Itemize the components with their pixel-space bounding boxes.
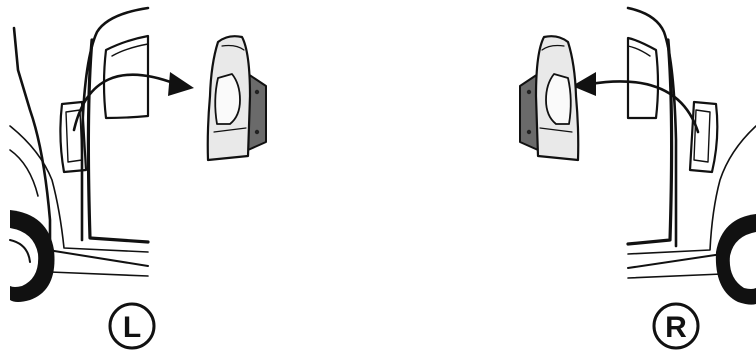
left-removal-arrow	[74, 72, 194, 130]
left-rear-lamp	[208, 36, 266, 160]
right-rear-lamp	[520, 36, 578, 160]
right-removal-arrow	[572, 72, 698, 132]
left-vehicle-rear	[10, 8, 148, 302]
left-side-label: L	[123, 311, 141, 344]
left-arrowhead-icon	[168, 72, 194, 96]
right-vehicle-rear	[628, 8, 756, 305]
right-side-marker-icon: R	[654, 304, 698, 348]
left-side-marker-icon: L	[110, 304, 154, 348]
right-side-label: R	[665, 311, 687, 344]
